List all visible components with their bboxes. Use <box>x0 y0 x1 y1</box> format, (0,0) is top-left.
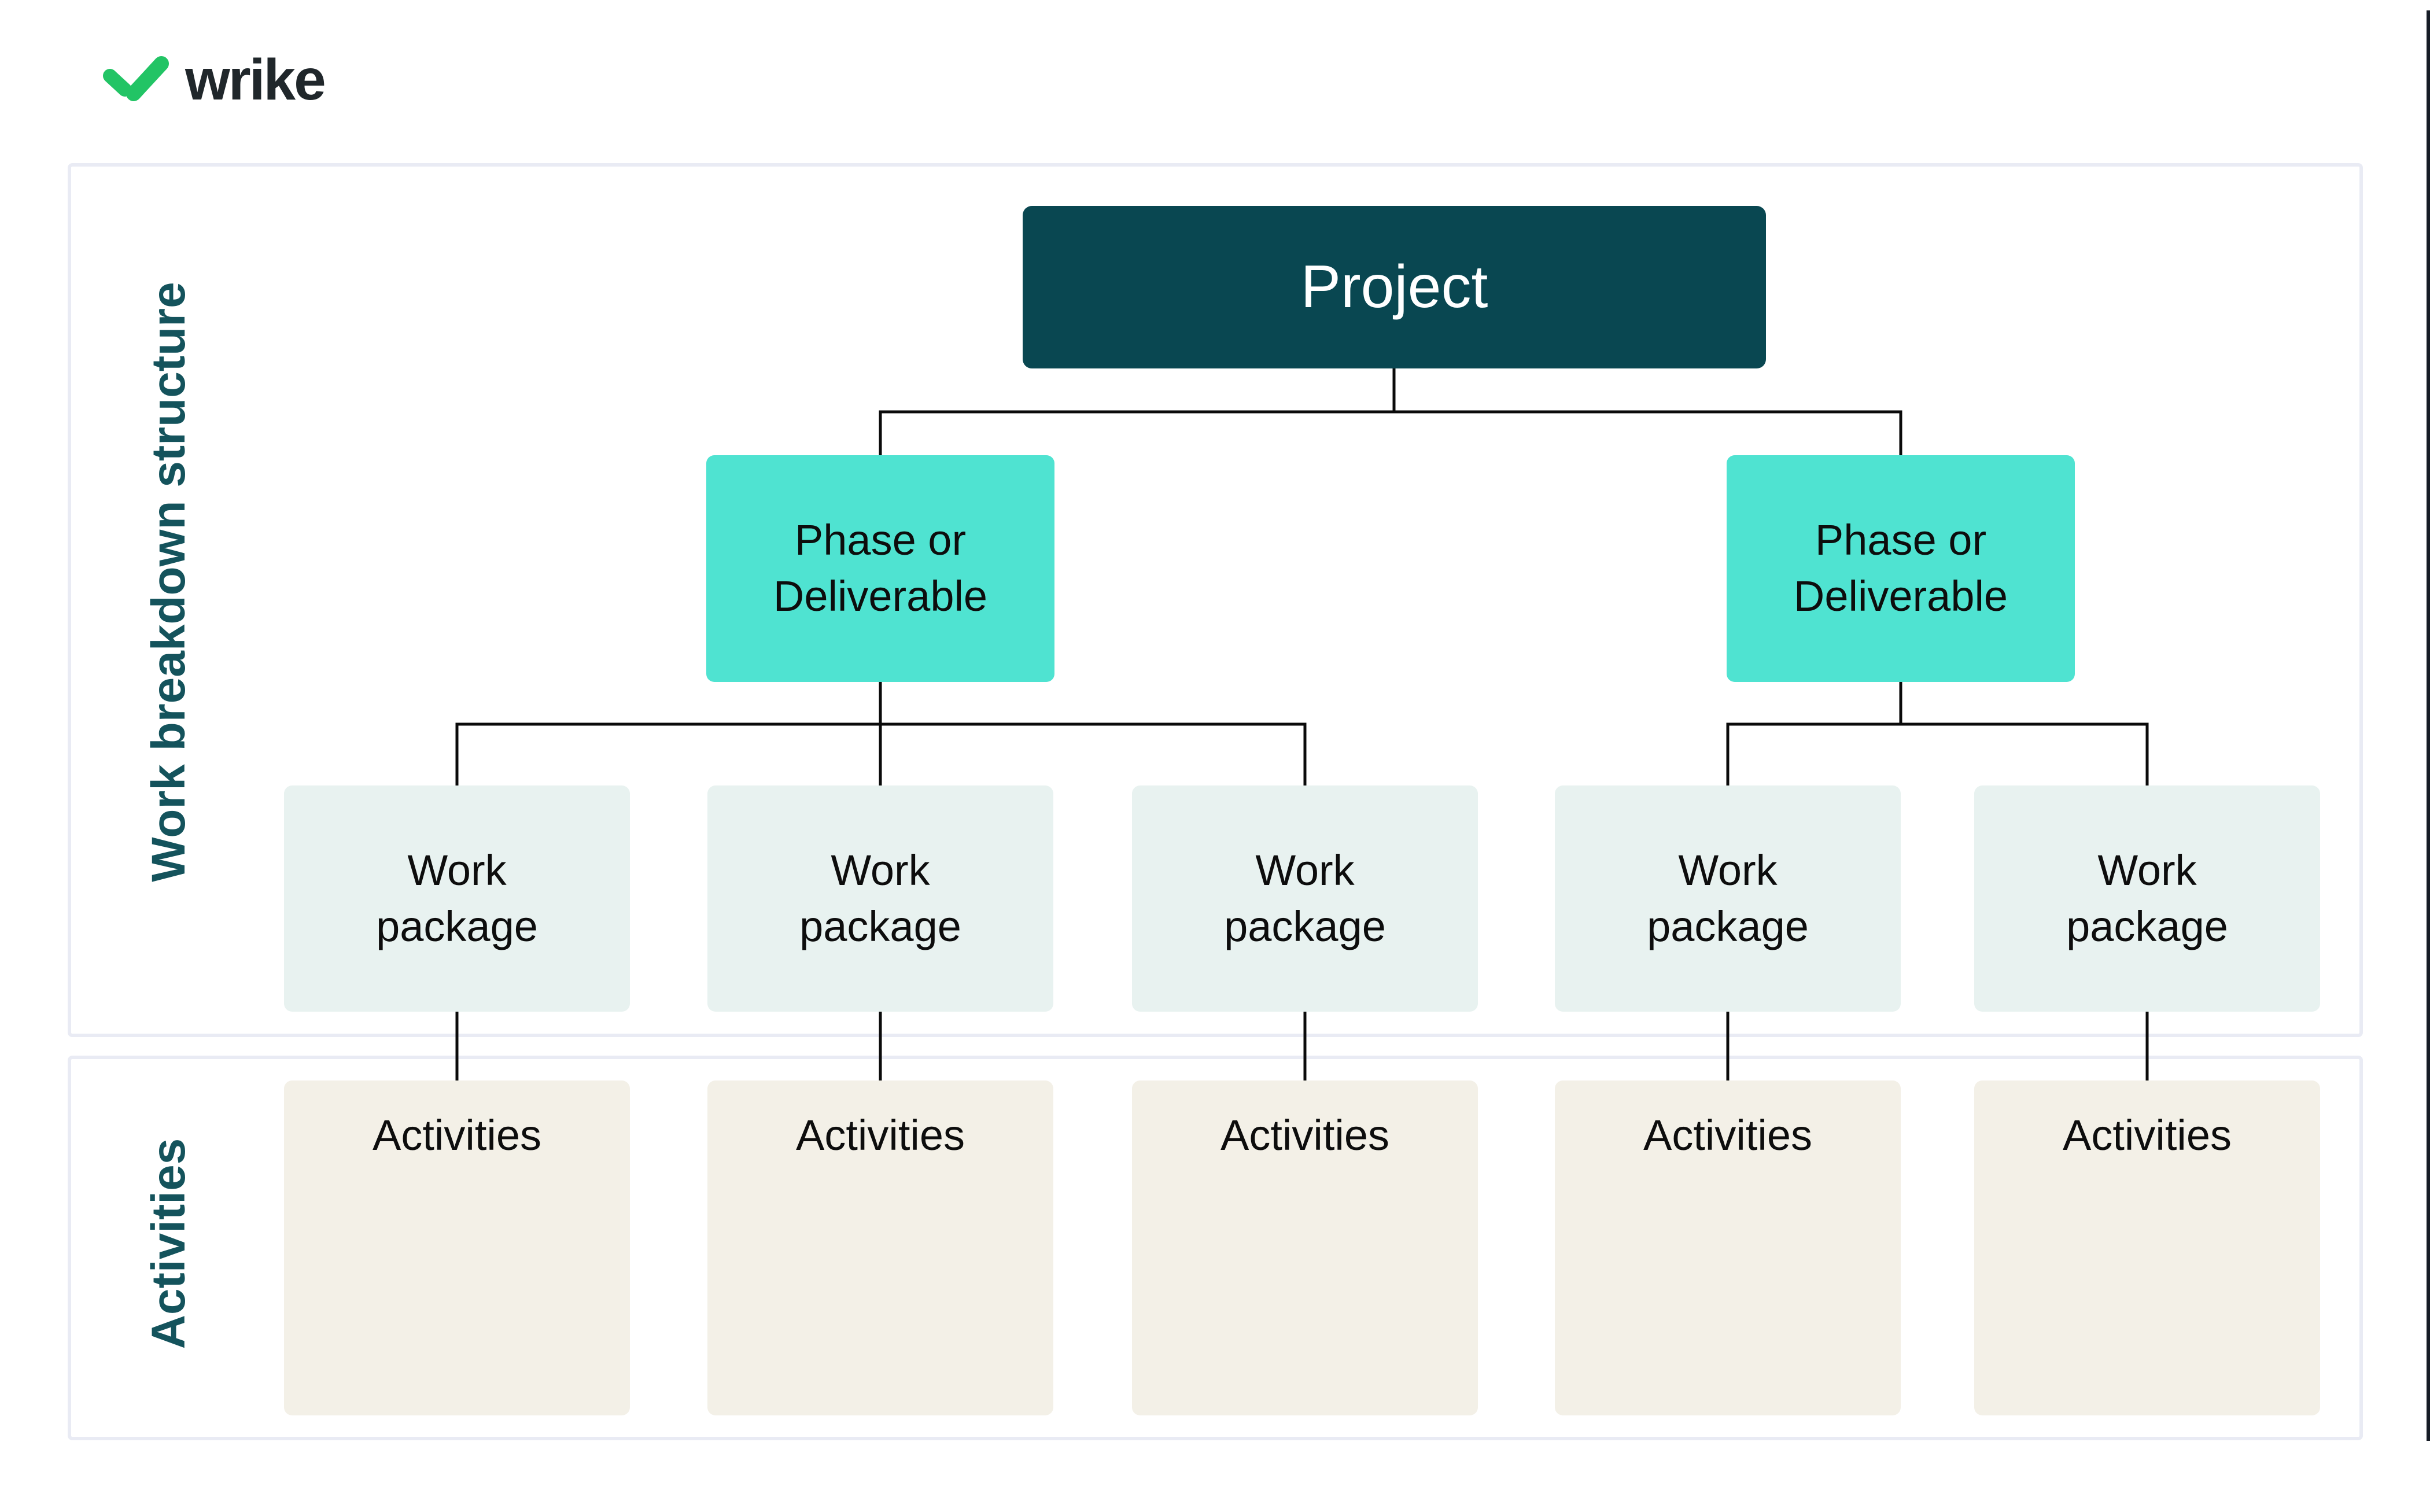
activities-box-4: Activities <box>1555 1080 1901 1415</box>
work-package-box-2: Work package <box>707 785 1053 1012</box>
work-package-box-5: Work package <box>1974 785 2320 1012</box>
activities-box-3: Activities <box>1132 1080 1478 1415</box>
activities-box-2: Activities <box>707 1080 1053 1415</box>
work-package-label: Work package <box>376 846 538 950</box>
work-package-label: Work package <box>2066 846 2228 950</box>
work-package-label: Work package <box>1647 846 1809 950</box>
project-box: Project <box>1023 206 1766 368</box>
phase-label: Phase or Deliverable <box>773 516 988 620</box>
activities-label: Activities <box>2063 1111 2232 1159</box>
activities-box-5: Activities <box>1974 1080 2320 1415</box>
activities-label: Activities <box>1220 1111 1389 1159</box>
work-package-box-4: Work package <box>1555 785 1901 1012</box>
phase-box-1: Phase or Deliverable <box>706 455 1054 682</box>
wbs-side-label: Work breakdown structure <box>142 282 195 882</box>
wrike-logo: wrike <box>99 47 326 112</box>
work-package-label: Work package <box>1224 846 1386 950</box>
work-package-box-3: Work package <box>1132 785 1478 1012</box>
project-label: Project <box>1300 253 1488 320</box>
activities-label: Activities <box>373 1111 541 1159</box>
work-package-label: Work package <box>799 846 961 950</box>
screenshot-edge-strip <box>2427 10 2430 1441</box>
wrike-double-check-icon <box>99 51 172 112</box>
work-package-box-1: Work package <box>284 785 630 1012</box>
activities-label: Activities <box>1643 1111 1812 1159</box>
activities-side-label: Activities <box>142 1138 195 1349</box>
activities-box-1: Activities <box>284 1080 630 1415</box>
wrike-wordmark: wrike <box>185 47 326 112</box>
phase-label: Phase or Deliverable <box>1793 516 2008 620</box>
phase-box-2: Phase or Deliverable <box>1727 455 2075 682</box>
activities-label: Activities <box>796 1111 965 1159</box>
